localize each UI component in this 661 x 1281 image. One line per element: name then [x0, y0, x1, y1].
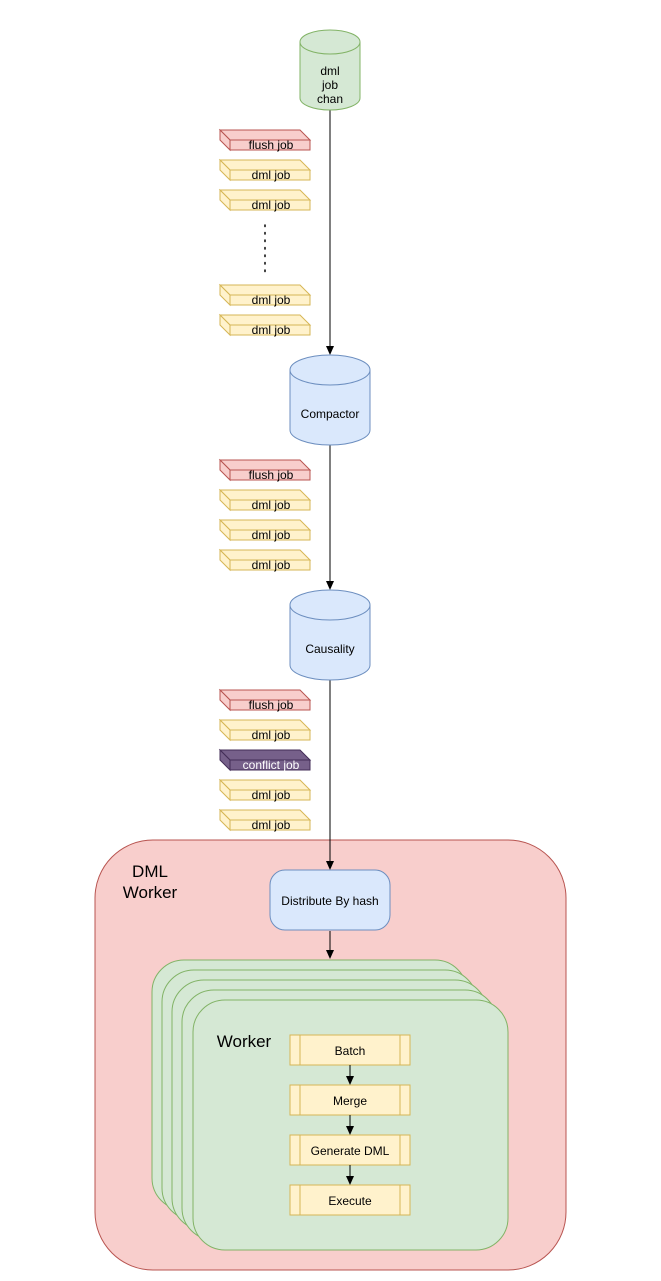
worker-steps: Batch Merge Generate DML Execute: [289, 1034, 411, 1216]
dml-job-label: dml job: [252, 558, 291, 572]
source-label-line-3: chan: [317, 92, 343, 106]
dml-job-block: dml job: [218, 548, 312, 572]
flush-job-block: flush job: [218, 128, 312, 152]
dml-job-label: dml job: [252, 323, 291, 337]
step-batch: Batch: [289, 1034, 411, 1066]
dml-job-label: dml job: [252, 818, 291, 832]
flow-arrows: [326, 110, 354, 1185]
compactor-cylinder: Compactor: [289, 354, 371, 446]
compactor-label: Compactor: [301, 407, 360, 421]
causality-cylinder: Causality: [289, 589, 371, 681]
dml-job-block: dml job: [218, 313, 312, 337]
dml-job-chan-cylinder: dml job chan: [299, 29, 361, 111]
step-merge: Merge: [289, 1084, 411, 1116]
flush-job-label: flush job: [249, 468, 294, 482]
worker-title: Worker: [217, 1032, 272, 1051]
flush-job-block: flush job: [218, 458, 312, 482]
job-queues: flush job dml job dml job dml job dml job flu…: [218, 128, 312, 832]
dml-job-block: dml job: [218, 778, 312, 802]
step-merge-label: Merge: [333, 1094, 367, 1108]
dml-job-block: dml job: [218, 158, 312, 182]
dml-job-label: dml job: [252, 168, 291, 182]
dml-worker-title-line-1: DML: [132, 862, 168, 881]
dml-job-label: dml job: [252, 293, 291, 307]
dml-job-block: dml job: [218, 808, 312, 832]
flush-job-label: flush job: [249, 698, 294, 712]
source-label-line-1: dml: [320, 64, 339, 78]
dml-job-block: dml job: [218, 718, 312, 742]
dml-job-label: dml job: [252, 198, 291, 212]
conflict-job-label: conflict job: [243, 758, 300, 772]
dml-job-label: dml job: [252, 498, 291, 512]
step-execute: Execute: [289, 1184, 411, 1216]
dml-job-label: dml job: [252, 528, 291, 542]
source-label-line-2: job: [321, 78, 338, 92]
step-batch-label: Batch: [335, 1044, 366, 1058]
dml-job-block: dml job: [218, 188, 312, 212]
dml-worker-title-line-2: Worker: [123, 883, 178, 902]
step-generate-dml-label: Generate DML: [311, 1144, 390, 1158]
dml-job-block: dml job: [218, 488, 312, 512]
dml-job-block: dml job: [218, 518, 312, 542]
distribute-by-hash-box: Distribute By hash: [269, 869, 391, 931]
flush-job-block: flush job: [218, 688, 312, 712]
step-generate-dml: Generate DML: [289, 1134, 411, 1166]
step-execute-label: Execute: [328, 1194, 372, 1208]
distribute-label: Distribute By hash: [281, 894, 378, 908]
dml-job-block: dml job: [218, 283, 312, 307]
dml-job-label: dml job: [252, 788, 291, 802]
dml-job-label: dml job: [252, 728, 291, 742]
conflict-job-block: conflict job: [218, 748, 312, 772]
causality-label: Causality: [305, 642, 354, 656]
flush-job-label: flush job: [249, 138, 294, 152]
